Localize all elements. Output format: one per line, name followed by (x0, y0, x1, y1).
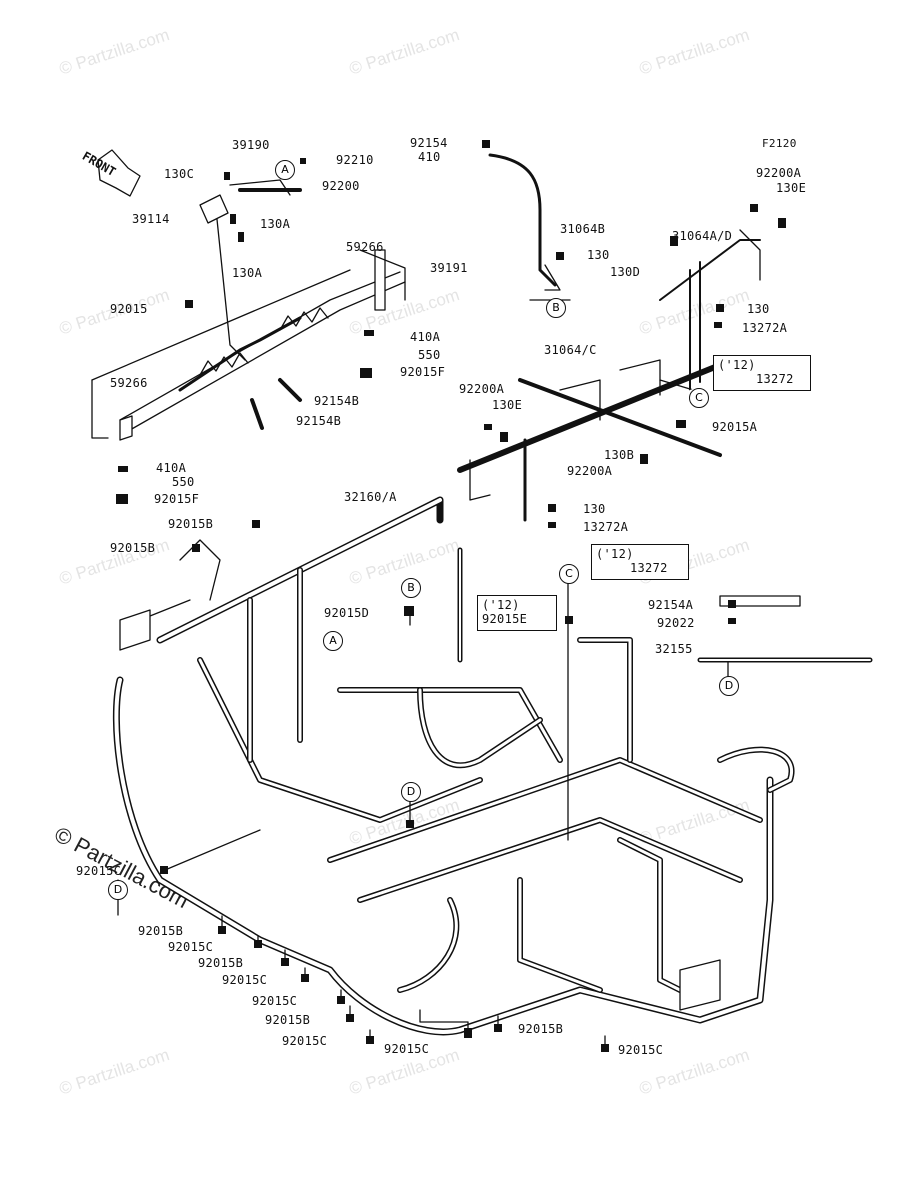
part-label: 92200A (756, 166, 802, 180)
part-label: 92015 (110, 302, 148, 316)
part-label: 92154B (314, 394, 360, 408)
ref-circle: D (108, 880, 128, 900)
part-label: 130B (604, 448, 635, 462)
part-label: 410A (410, 330, 441, 344)
part-label: 92015B (198, 956, 244, 970)
part-label: 130C (164, 167, 195, 181)
part-label: 92210 (336, 153, 374, 167)
part-label: 92015B (168, 517, 214, 531)
year-note: ('12) (718, 358, 756, 372)
diagram-code: F2120 (762, 137, 797, 150)
part-label: 550 (418, 348, 441, 362)
part-label: 13272 (630, 561, 668, 575)
part-label: 92015A (712, 420, 758, 434)
part-label: 92015C (168, 940, 214, 954)
part-label: 92015C (222, 973, 268, 987)
part-label: 92200A (459, 382, 505, 396)
part-label: 92154 (410, 136, 448, 150)
part-label: 92154A (648, 598, 694, 612)
part-label: 130 (587, 248, 610, 262)
part-label: 92015C (618, 1043, 664, 1057)
part-label: 130A (260, 217, 291, 231)
ref-circle: A (275, 160, 295, 180)
part-label: 31064A/D (672, 229, 733, 243)
part-label: 31064B (560, 222, 606, 236)
year-note: ('12) (596, 547, 634, 561)
part-label: 13272A (742, 321, 788, 335)
part-label: 92015C (252, 994, 298, 1008)
part-label: 92200A (567, 464, 613, 478)
ref-circle: A (323, 631, 343, 651)
part-label: 92015C (76, 864, 122, 878)
part-label: 130E (492, 398, 523, 412)
part-label: 92015B (110, 541, 156, 555)
part-label: 13272 (756, 372, 794, 386)
part-label: 410A (156, 461, 187, 475)
part-label: 130D (610, 265, 641, 279)
part-label: 92022 (657, 616, 695, 630)
ref-circle: D (401, 782, 421, 802)
ref-circle: D (719, 676, 739, 696)
part-label: 130 (747, 302, 770, 316)
year-note: ('12) (482, 598, 520, 612)
part-label: 31064/C (544, 343, 597, 357)
part-label: 39191 (430, 261, 468, 275)
ref-circle: B (401, 578, 421, 598)
part-label: 59266 (346, 240, 384, 254)
year-note-box: ('12) 92015E (477, 595, 557, 631)
part-label: 92015B (518, 1022, 564, 1036)
part-label: 32155 (655, 642, 693, 656)
part-label: 92015C (282, 1034, 328, 1048)
part-label: 39114 (132, 212, 170, 226)
part-label: 92015C (384, 1042, 430, 1056)
part-label: 13272A (583, 520, 629, 534)
part-label: 130 (583, 502, 606, 516)
part-label: 92015F (400, 365, 446, 379)
part-label: 550 (172, 475, 195, 489)
part-label: 92015B (265, 1013, 311, 1027)
part-label: 32160/A (344, 490, 397, 504)
part-label: 92154B (296, 414, 342, 428)
part-label: 39190 (232, 138, 270, 152)
ref-circle: B (546, 298, 566, 318)
part-label: 92015F (154, 492, 200, 506)
part-label: 92015B (138, 924, 184, 938)
year-note-box: ('12) 13272 (713, 355, 811, 391)
year-note-box: ('12) 13272 (591, 544, 689, 580)
ref-circle: C (689, 388, 709, 408)
part-label: 92200 (322, 179, 360, 193)
part-label: 130E (776, 181, 807, 195)
part-label: 92015E (482, 612, 528, 626)
part-label: 92015D (324, 606, 370, 620)
part-label: 410 (418, 150, 441, 164)
ref-circle: C (559, 564, 579, 584)
part-label: 59266 (110, 376, 148, 390)
part-label: 130A (232, 266, 263, 280)
